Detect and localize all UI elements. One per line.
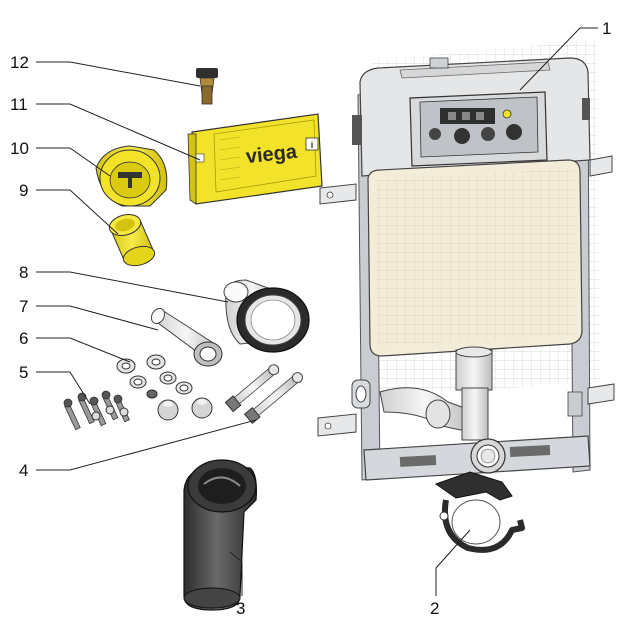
- pan-connector-bend: [183, 459, 257, 611]
- callout-6: 6: [19, 329, 29, 348]
- protective-sleeve: [108, 213, 156, 267]
- callout-9: 9: [19, 181, 29, 200]
- callout-10: 10: [10, 139, 29, 158]
- washers-caps: [116, 354, 213, 421]
- leader-lines: [36, 27, 598, 596]
- connection-pipe: [150, 307, 223, 367]
- callout-11: 11: [10, 95, 28, 114]
- mounting-frame: [317, 57, 615, 481]
- callout-5: 5: [19, 363, 29, 382]
- callout-8: 8: [19, 263, 29, 282]
- callout-12: 12: [10, 53, 29, 72]
- pipe-bracket: [434, 471, 525, 553]
- threaded-rods: [224, 364, 303, 425]
- svg-text:i: i: [311, 140, 314, 150]
- callout-3: 3: [236, 599, 246, 618]
- viega-logo-text: viega: [245, 141, 299, 168]
- callout-4: 4: [19, 461, 29, 480]
- pan-connector-sleeve: [223, 279, 310, 353]
- screws-set: [63, 390, 130, 431]
- callout-7: 7: [19, 297, 29, 316]
- protective-cap: [95, 145, 168, 207]
- construction-cover: i viega: [187, 113, 323, 205]
- callout-1: 1: [602, 19, 612, 38]
- callout-2: 2: [430, 599, 440, 618]
- angle-valve: [196, 68, 218, 105]
